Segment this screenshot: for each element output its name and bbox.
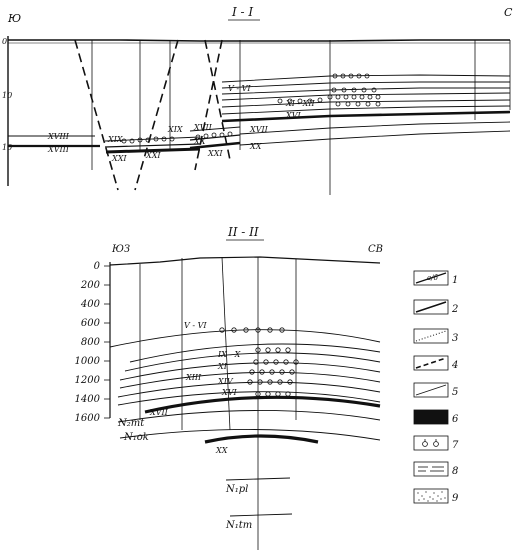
legend-item-3: 3 xyxy=(413,328,458,344)
legend-item-1-sub: a/б xyxy=(427,274,439,282)
legend-item-2: 2 xyxy=(413,299,458,315)
section-1-tick-2: 10 xyxy=(2,143,12,152)
gas-cluster-upper xyxy=(332,73,370,79)
tick-0: 0 xyxy=(94,261,101,272)
legend-item-3-num: 3 xyxy=(452,333,458,344)
section-2-depth-ticks: 0 200 400 600 800 1000 1200 1400 1600 xyxy=(75,261,110,424)
tick-1600: 1600 xyxy=(75,413,101,424)
legend-item-7-num: 7 xyxy=(452,440,459,451)
section-1-left-direction: Ю xyxy=(7,12,21,25)
section-1-label-v-vi: V - VI xyxy=(228,84,251,93)
section-1-label-xxi-a: XXI xyxy=(111,154,127,163)
section-1-label-xix-b: XIX xyxy=(167,125,183,134)
legend-item-7: 7 xyxy=(413,435,459,451)
section-1-label-xxi-b: XXI xyxy=(145,151,161,160)
section-2-label-xx: XX xyxy=(215,446,228,455)
legend-item-6-num: 6 xyxy=(452,414,459,425)
section-2-label-xiv: XIV xyxy=(217,377,234,386)
section-1-tick-1: 10 xyxy=(2,91,12,100)
legend-item-8-num: 8 xyxy=(452,466,458,477)
formation-n2mt: N₂mt xyxy=(117,418,145,429)
gas-cluster-left-blocks xyxy=(121,131,233,144)
section-2-wells xyxy=(139,256,297,550)
section-2-label-xi: XI xyxy=(217,362,228,371)
section-1-title: I - I xyxy=(231,5,253,19)
legend-item-4-num: 4 xyxy=(451,360,458,371)
section-1-wells xyxy=(91,40,511,195)
section-2-label-xiii: XIII xyxy=(185,373,202,382)
section-1-label-xx-mid: XX xyxy=(193,137,206,146)
gas-cluster-middle xyxy=(277,87,381,107)
section-1-label-xx-right: XX xyxy=(249,142,262,151)
section-1-label-xvii-right: XVII xyxy=(249,125,269,134)
section-2-surface-line xyxy=(109,256,381,266)
formation-n1pl: N₁pl xyxy=(225,484,248,495)
section-2-left-direction: ЮЗ xyxy=(111,244,130,255)
section-2-label-xvi: XVI xyxy=(221,388,237,397)
tick-600: 600 xyxy=(81,318,101,329)
tick-1200: 1200 xyxy=(75,375,101,386)
section-2-title: II - II xyxy=(227,225,259,239)
section-2: II - II ЮЗ СВ 0 200 400 600 800 1000 120… xyxy=(75,225,383,550)
section-1-label-xvi: XVI xyxy=(285,111,301,120)
legend-item-5-num: 5 xyxy=(452,387,458,398)
legend-item-9-num: 9 xyxy=(452,493,459,504)
section-2-label-ix-x: IX - X xyxy=(217,350,241,359)
section-2-strata xyxy=(109,329,381,517)
tick-1000: 1000 xyxy=(75,356,101,367)
tick-1400: 1400 xyxy=(75,394,101,405)
tick-400: 400 xyxy=(80,299,101,310)
section-2-label-xvii: XVII xyxy=(149,408,169,417)
section-1-label-xvii-mid: XVII xyxy=(193,123,213,132)
legend-item-5: 5 xyxy=(413,382,458,398)
section-1: I - I Ю С 0 10 10 xyxy=(2,5,513,195)
tick-200: 200 xyxy=(80,280,101,291)
section-1-right-direction: С xyxy=(504,6,513,19)
section-1-label-xviii-b: XVIII xyxy=(47,145,70,154)
section-1-label-xix-a: XIX xyxy=(107,135,123,144)
section-2-lower-black-layer xyxy=(204,434,319,444)
section-1-faults xyxy=(74,39,231,191)
legend-item-1-num: 1 xyxy=(452,275,458,286)
section-1-tick-0: 0 xyxy=(2,37,7,46)
section-2-black-layer xyxy=(144,395,381,414)
legend: a/б 1 2 3 4 5 6 xyxy=(413,270,459,504)
section-2-label-v-vi: V - VI xyxy=(184,321,207,330)
section-1-label-xxi-c: XXI xyxy=(207,149,223,158)
formation-n1tm: N₁tm xyxy=(225,520,252,531)
section-1-label-xviii-a: XVIII xyxy=(47,132,70,141)
tick-800: 800 xyxy=(81,337,101,348)
section-1-gas-symbols xyxy=(121,73,381,144)
section-1-label-xi-xii: XI - XII xyxy=(285,99,316,108)
legend-item-4: 4 xyxy=(413,355,458,371)
formation-n1ok: N₁ok xyxy=(123,432,149,443)
legend-item-6: 6 xyxy=(413,409,459,425)
section-1-strata xyxy=(8,74,511,154)
legend-item-9: 9 xyxy=(413,488,459,504)
legend-item-1: a/б 1 xyxy=(413,270,458,286)
section-2-right-direction: СВ xyxy=(368,244,383,255)
legend-item-2-num: 2 xyxy=(451,304,458,315)
section-1-surface-line xyxy=(8,39,510,42)
section-2-gas-symbols xyxy=(219,327,299,397)
legend-item-8: 8 xyxy=(413,461,458,477)
